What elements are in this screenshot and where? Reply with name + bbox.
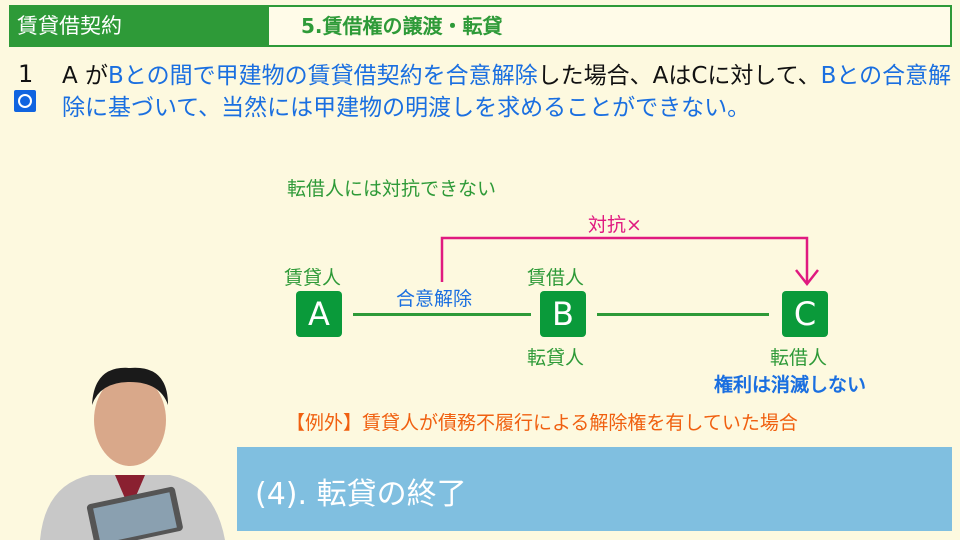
node-c: C xyxy=(782,291,828,337)
rescission-label: 合意解除 xyxy=(396,288,473,310)
question-part: Bとの合意解除に基づいて、当然には甲建物の明渡しを求めることができない。 xyxy=(62,63,952,121)
question-number: 1 xyxy=(18,60,34,88)
presenter-video xyxy=(40,367,225,540)
sublessor-label: 転貸人 xyxy=(527,347,585,369)
category-title: 賃貸借契約 xyxy=(11,7,269,45)
diagram-heading: 転借人には対抗できない xyxy=(287,178,497,200)
lessor-label: 賃貸人 xyxy=(284,267,342,289)
question-part: した場合、AはCに対して、 xyxy=(537,63,821,89)
slide-header: 賃貸借契約 5.賃借権の譲渡・転貸 xyxy=(9,5,952,47)
banner-title: (4). 転貸の終了 xyxy=(255,477,467,512)
a-b-line xyxy=(353,313,531,316)
node-b: B xyxy=(540,291,586,337)
rights-note: 権利は消滅しない xyxy=(714,374,867,396)
section-title: 5.賃借権の譲渡・転貸 xyxy=(301,14,503,38)
question-part: A が xyxy=(62,63,109,89)
next-topic-banner: (4). 転貸の終了 xyxy=(237,447,952,531)
sublessee-label: 転借人 xyxy=(770,347,828,369)
oppose-arrow xyxy=(440,236,819,287)
exception-text: 【例外】賃貸人が債務不履行による解除権を有していた場合 xyxy=(286,412,798,434)
oppose-label: 対抗× xyxy=(588,214,642,236)
b-c-line xyxy=(597,313,769,316)
question-part: Bとの間で甲建物の賃貸借契約を合意解除 xyxy=(108,63,538,89)
node-a: A xyxy=(296,291,342,337)
correct-circle-icon xyxy=(14,90,36,112)
lessee-label: 賃借人 xyxy=(527,267,585,289)
question-text: A がBとの間で甲建物の賃貸借契約を合意解除した場合、AはCに対して、Bとの合意… xyxy=(62,60,952,124)
